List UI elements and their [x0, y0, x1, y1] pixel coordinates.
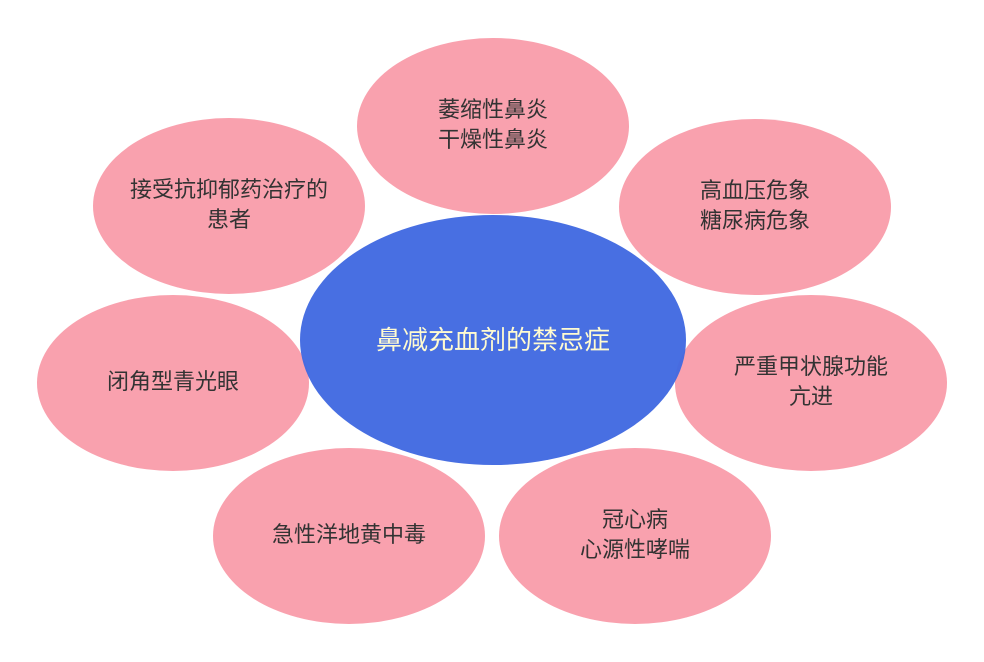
node-label: 高血压危象糖尿病危象 [700, 177, 810, 237]
node-ellipse-antidepressant[interactable] [93, 118, 365, 294]
node-line: 萎缩性鼻炎 [437, 98, 549, 123]
node-line: 急性洋地黄中毒 [271, 523, 427, 548]
node-line: 干燥性鼻炎 [437, 128, 549, 153]
node-label: 接受抗抑郁药治疗的患者 [130, 176, 328, 236]
node-label: 冠心病心源性哮喘 [580, 506, 690, 566]
node-label: 闭角型青光眼 [107, 368, 239, 398]
node-label: 萎缩性鼻炎干燥性鼻炎 [438, 96, 548, 156]
center-label: 鼻减充血剂的禁忌症 [375, 326, 611, 356]
node-line: 冠心病 [601, 508, 669, 533]
node-line: 严重甲状腺功能 [733, 355, 889, 380]
node-line: 亢进 [788, 385, 834, 410]
node-ellipse-coronary[interactable] [499, 448, 771, 624]
node-ellipse-digitalis[interactable] [213, 448, 485, 624]
node-line: 闭角型青光眼 [106, 370, 240, 395]
node-line: 接受抗抑郁药治疗的 [129, 178, 329, 203]
node-line: 心源性哮喘 [579, 538, 691, 563]
node-label: 严重甲状腺功能亢进 [734, 353, 888, 413]
node-label: 急性洋地黄中毒 [272, 521, 426, 551]
node-ellipse-atrophic-rhinitis[interactable] [357, 38, 629, 214]
node-line: 高血压危象 [699, 179, 811, 204]
node-ellipse-hypertension[interactable] [619, 119, 891, 295]
center-ellipse[interactable] [300, 215, 686, 465]
node-line: 糖尿病危象 [699, 209, 811, 234]
node-line: 患者 [206, 208, 252, 233]
node-ellipse-glaucoma[interactable] [37, 295, 309, 471]
node-ellipse-hyperthyroidism[interactable] [675, 295, 947, 471]
